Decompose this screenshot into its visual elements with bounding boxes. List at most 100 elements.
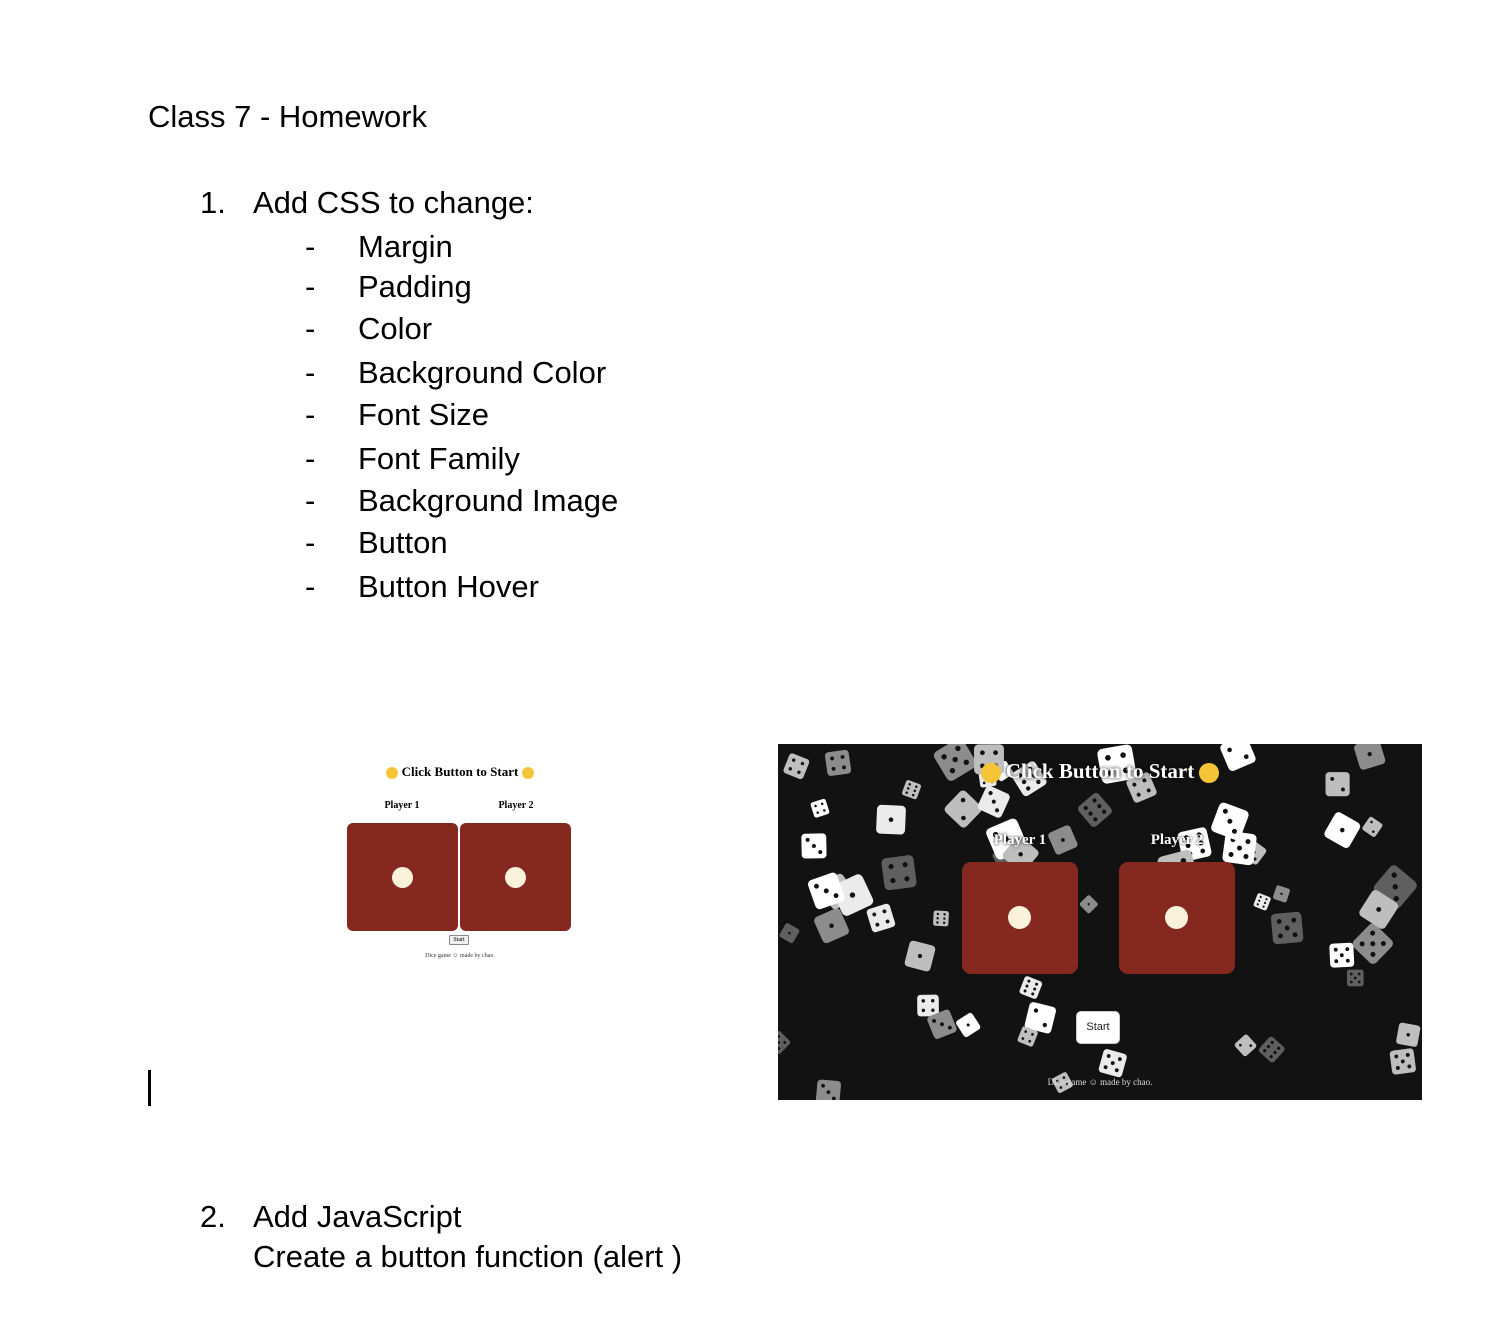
background-die xyxy=(927,1009,957,1039)
bullet-text: Font Size xyxy=(358,397,489,432)
bullet-marker: - xyxy=(305,355,316,390)
bullet-text: Background Image xyxy=(358,483,619,518)
step-2-subtext: Create a button function (alert ) xyxy=(253,1239,683,1274)
bullet-marker: - xyxy=(305,525,316,560)
background-die xyxy=(1325,772,1350,797)
star-struck-emoji-icon xyxy=(521,767,534,780)
background-die xyxy=(1270,911,1304,945)
background-die xyxy=(1329,942,1355,968)
bullet-text: Padding xyxy=(358,269,472,304)
die-pip xyxy=(1008,906,1031,929)
background-die xyxy=(1126,772,1157,803)
dice-background-image xyxy=(778,744,1421,1100)
background-die xyxy=(815,1079,841,1100)
background-die xyxy=(1346,969,1364,987)
background-die xyxy=(1253,893,1271,911)
player-2-label: Player 2 xyxy=(498,800,534,811)
step-2-text: Add JavaScript xyxy=(253,1199,462,1234)
background-die xyxy=(1222,831,1257,866)
screenshot-light-dice-game: Click Button to Start Player 1 Player 2 … xyxy=(330,752,590,982)
player-2-die xyxy=(1119,862,1235,974)
bullet-marker: - xyxy=(305,397,316,432)
die-pip xyxy=(505,867,526,888)
background-die xyxy=(1078,792,1112,827)
background-die xyxy=(977,785,1010,818)
background-die xyxy=(810,798,830,818)
bullet-text: Color xyxy=(358,311,433,346)
background-die xyxy=(1011,761,1047,797)
star-struck-emoji-icon xyxy=(1199,763,1220,784)
background-die xyxy=(1019,976,1043,999)
bullet-text: Margin xyxy=(358,229,453,264)
screenshot-title: Click Button to Start xyxy=(778,759,1422,784)
player-1-label: Player 1 xyxy=(384,800,420,811)
step-1-text: Add CSS to change: xyxy=(253,185,534,220)
background-die xyxy=(1017,1026,1038,1047)
background-die xyxy=(1324,812,1361,848)
background-die xyxy=(1079,895,1098,914)
die-pip xyxy=(1165,906,1188,929)
background-die xyxy=(933,910,949,927)
star-struck-emoji-icon xyxy=(980,763,1001,784)
background-die xyxy=(1396,1022,1421,1047)
star-struck-emoji-icon xyxy=(386,767,399,780)
screenshot-title-text: Click Button to Start xyxy=(401,764,519,779)
background-die xyxy=(904,940,936,972)
background-die xyxy=(1211,802,1249,841)
background-die xyxy=(933,744,977,781)
player-1-die xyxy=(347,823,458,931)
background-die xyxy=(1258,1036,1285,1063)
background-die xyxy=(876,804,906,835)
bullet-marker: - xyxy=(305,269,316,304)
bullet-text: Button Hover xyxy=(358,569,539,604)
screenshot-dark-dice-game: Click Button to Start Player 1 Player 2 … xyxy=(778,744,1422,1100)
start-button[interactable]: Start xyxy=(449,935,469,945)
background-die xyxy=(825,749,852,776)
start-button[interactable]: Start xyxy=(1076,1011,1120,1044)
background-die xyxy=(778,1031,791,1054)
bullet-marker: - xyxy=(305,569,316,604)
background-die xyxy=(814,908,849,944)
bullet-text: Font Family xyxy=(358,441,520,476)
background-die xyxy=(783,753,810,780)
background-die xyxy=(1359,890,1399,929)
bullet-marker: - xyxy=(305,311,316,346)
background-die xyxy=(1098,1049,1127,1078)
screenshot-title-text: Click Button to Start xyxy=(1005,759,1195,783)
screenshot-title: Click Button to Start xyxy=(330,764,590,780)
document-title: Class 7 - Homework xyxy=(148,99,428,134)
player-1-die xyxy=(962,862,1078,974)
background-die xyxy=(944,790,982,828)
player-2-label: Player 2 xyxy=(1150,832,1204,848)
text-cursor xyxy=(148,1070,151,1106)
background-die xyxy=(956,1012,981,1038)
bullet-marker: - xyxy=(305,441,316,476)
background-die xyxy=(1362,816,1383,837)
step-2-number: 2. xyxy=(200,1199,226,1234)
background-die xyxy=(901,780,922,800)
player-2-die xyxy=(460,823,571,931)
background-die xyxy=(1024,1002,1056,1034)
background-die xyxy=(801,833,827,859)
bullet-marker: - xyxy=(305,229,316,264)
background-die xyxy=(1389,1048,1416,1075)
background-die xyxy=(1052,1072,1073,1093)
bullet-text: Button xyxy=(358,525,448,560)
background-die xyxy=(807,872,845,910)
player-1-label: Player 1 xyxy=(993,832,1047,848)
background-die xyxy=(1234,1034,1257,1057)
background-die xyxy=(831,874,874,916)
screenshot-footer: Dice game ☺ made by chao. xyxy=(425,953,495,959)
background-die xyxy=(1220,744,1256,771)
background-die xyxy=(1272,885,1290,903)
background-die xyxy=(1352,923,1393,964)
background-die xyxy=(1048,825,1078,855)
background-die xyxy=(1354,744,1386,770)
die-pip xyxy=(392,867,413,888)
bullet-marker: - xyxy=(305,483,316,518)
background-die xyxy=(1097,744,1137,784)
bullet-text: Background Color xyxy=(358,355,607,390)
screenshot-footer: Dice game ☺ made by chao. xyxy=(1047,1077,1153,1087)
background-die xyxy=(917,994,939,1017)
background-die xyxy=(779,923,800,944)
